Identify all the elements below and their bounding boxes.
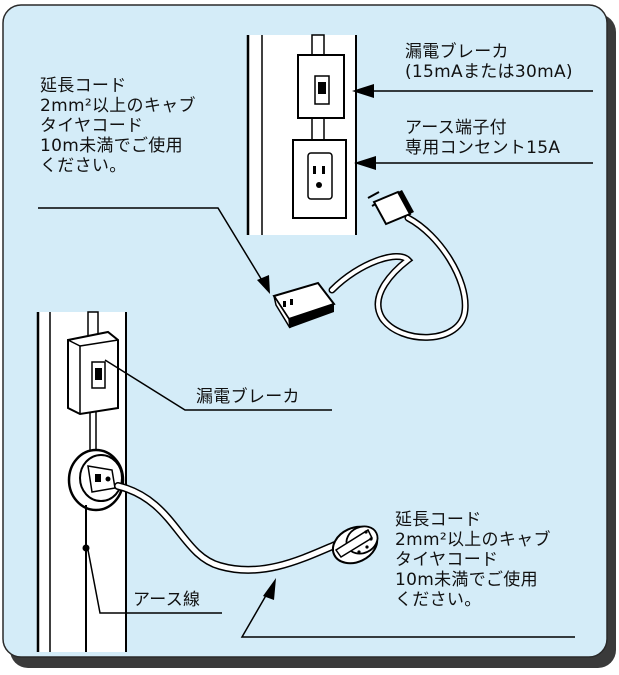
top-outlet bbox=[292, 139, 347, 219]
label-ext-cord-bottom-line3: タイヤコード bbox=[395, 550, 499, 570]
label-ext-cord-bottom-line2: 2mm²以上のキャブ bbox=[395, 530, 551, 550]
label-breaker-top: 漏電ブレーカ (15mAまたは30mA) bbox=[405, 42, 573, 82]
label-ground-wire: アース線 bbox=[133, 590, 200, 610]
label-outlet: アース端子付 専用コンセント15A bbox=[405, 118, 560, 158]
top-wall-scene bbox=[246, 34, 469, 341]
top-extension-socket bbox=[272, 281, 336, 329]
label-ground-wire-text: アース線 bbox=[133, 590, 201, 610]
leader-ext-cord-top bbox=[38, 207, 264, 283]
label-ext-cord-top-line3: タイヤコード bbox=[40, 116, 144, 136]
label-breaker-top-line2: (15mAまたは30mA) bbox=[405, 62, 573, 82]
bottom-ground-wire bbox=[82, 505, 90, 652]
panel-background bbox=[2, 4, 608, 658]
top-cord bbox=[328, 214, 469, 341]
label-ext-cord-bottom-line4: 10m未満でご使用 bbox=[395, 570, 538, 590]
label-outlet-line2: 専用コンセント15A bbox=[405, 138, 561, 158]
label-breaker-bottom-text: 漏電ブレーカ bbox=[196, 387, 300, 407]
leader-lines bbox=[38, 90, 593, 638]
label-breaker-bottom: 漏電ブレーカ bbox=[196, 387, 300, 407]
label-ext-cord-bottom-line1: 延長コード bbox=[395, 510, 482, 530]
top-plug bbox=[367, 190, 414, 226]
arrow-ext-cord-top bbox=[257, 275, 270, 294]
bottom-breaker bbox=[67, 330, 119, 416]
label-ext-cord-top-line1: 延長コード bbox=[40, 76, 127, 96]
bottom-extension-socket bbox=[331, 525, 379, 565]
bottom-cord bbox=[114, 482, 339, 574]
leader-ext-cord-bottom bbox=[240, 591, 575, 638]
top-breaker bbox=[297, 54, 345, 119]
bottom-wall-scene bbox=[36, 311, 379, 652]
arrow-outlet bbox=[354, 156, 376, 170]
arrow-breaker-top bbox=[352, 84, 374, 98]
arrow-ext-cord-bottom bbox=[263, 578, 276, 600]
label-ext-cord-top-line4: 10m未満でご使用 bbox=[40, 136, 183, 156]
leader-ground-wire bbox=[87, 549, 222, 614]
arrowheads bbox=[257, 84, 376, 600]
label-breaker-top-line1: 漏電ブレーカ bbox=[405, 42, 509, 62]
label-outlet-line1: アース端子付 bbox=[405, 118, 507, 138]
label-ext-cord-top-line2: 2mm²以上のキャブ bbox=[40, 96, 196, 116]
label-ext-cord-bottom: 延長コード 2mm²以上のキャブ タイヤコード 10m未満でご使用 ください。 bbox=[395, 510, 551, 610]
bottom-round-outlet bbox=[67, 448, 125, 512]
leader-breaker-bottom bbox=[104, 359, 332, 411]
label-ext-cord-bottom-line5: ください。 bbox=[395, 590, 482, 610]
label-ext-cord-top-line5: ください。 bbox=[40, 156, 127, 176]
label-ext-cord-top: 延長コード 2mm²以上のキャブ タイヤコード 10m未満でご使用 ください。 bbox=[40, 76, 196, 176]
